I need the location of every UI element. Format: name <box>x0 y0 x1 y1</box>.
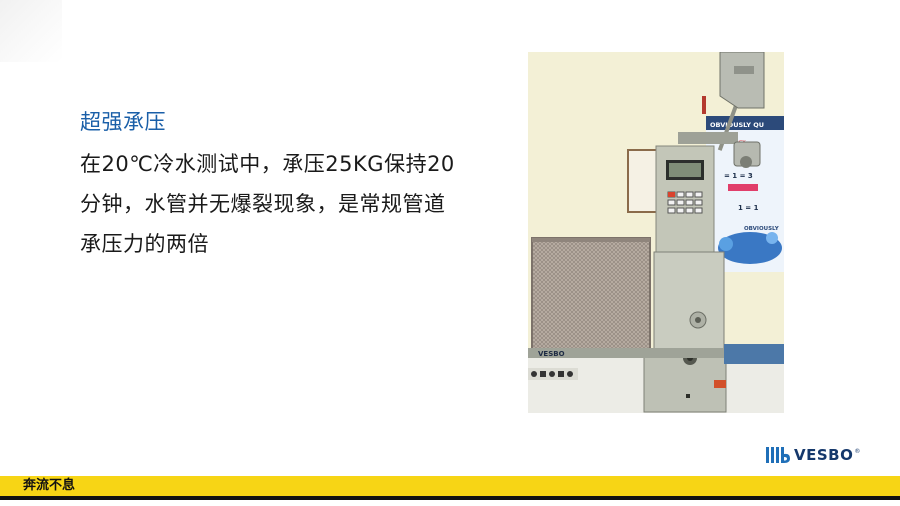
feature-body-line-1: 在20℃冷水测试中，承压25KG保持20 <box>80 152 455 176</box>
poster-equation: = 1 = 3 <box>724 172 753 180</box>
feature-text-block: 超强承压 在20℃冷水测试中，承压25KG保持20 分钟，水管并无爆裂现象，是常… <box>80 108 500 264</box>
footer-bar: 奔流不息 <box>0 476 900 496</box>
footer-divider <box>0 496 900 500</box>
footer-slogan: 奔流不息 <box>23 478 76 493</box>
feature-body-line-2: 分钟，水管并无爆裂现象，是常规管道 <box>80 192 446 216</box>
poster-subtext-2: OBVIOUSLY <box>744 226 780 232</box>
vesbo-logo-icon <box>766 447 790 463</box>
feature-heading: 超强承压 <box>80 110 166 134</box>
impact-tester-photo: OBVIOUSLY QU IS SYNERGY = 1 = 3 1 = 1 OB… <box>528 52 784 413</box>
feature-body-line-3: 承压力的两倍 <box>80 232 209 256</box>
poster-equation-2: 1 = 1 <box>738 204 759 212</box>
poster-heading-text: OBVIOUSLY QU <box>710 121 764 129</box>
machine-brand-label: VESBO <box>538 350 565 358</box>
brand-name: VESBO <box>794 446 854 464</box>
corner-decoration <box>0 0 62 62</box>
vesbo-logo: VESBO ® <box>766 444 860 466</box>
brand-registered-mark: ® <box>854 448 861 455</box>
